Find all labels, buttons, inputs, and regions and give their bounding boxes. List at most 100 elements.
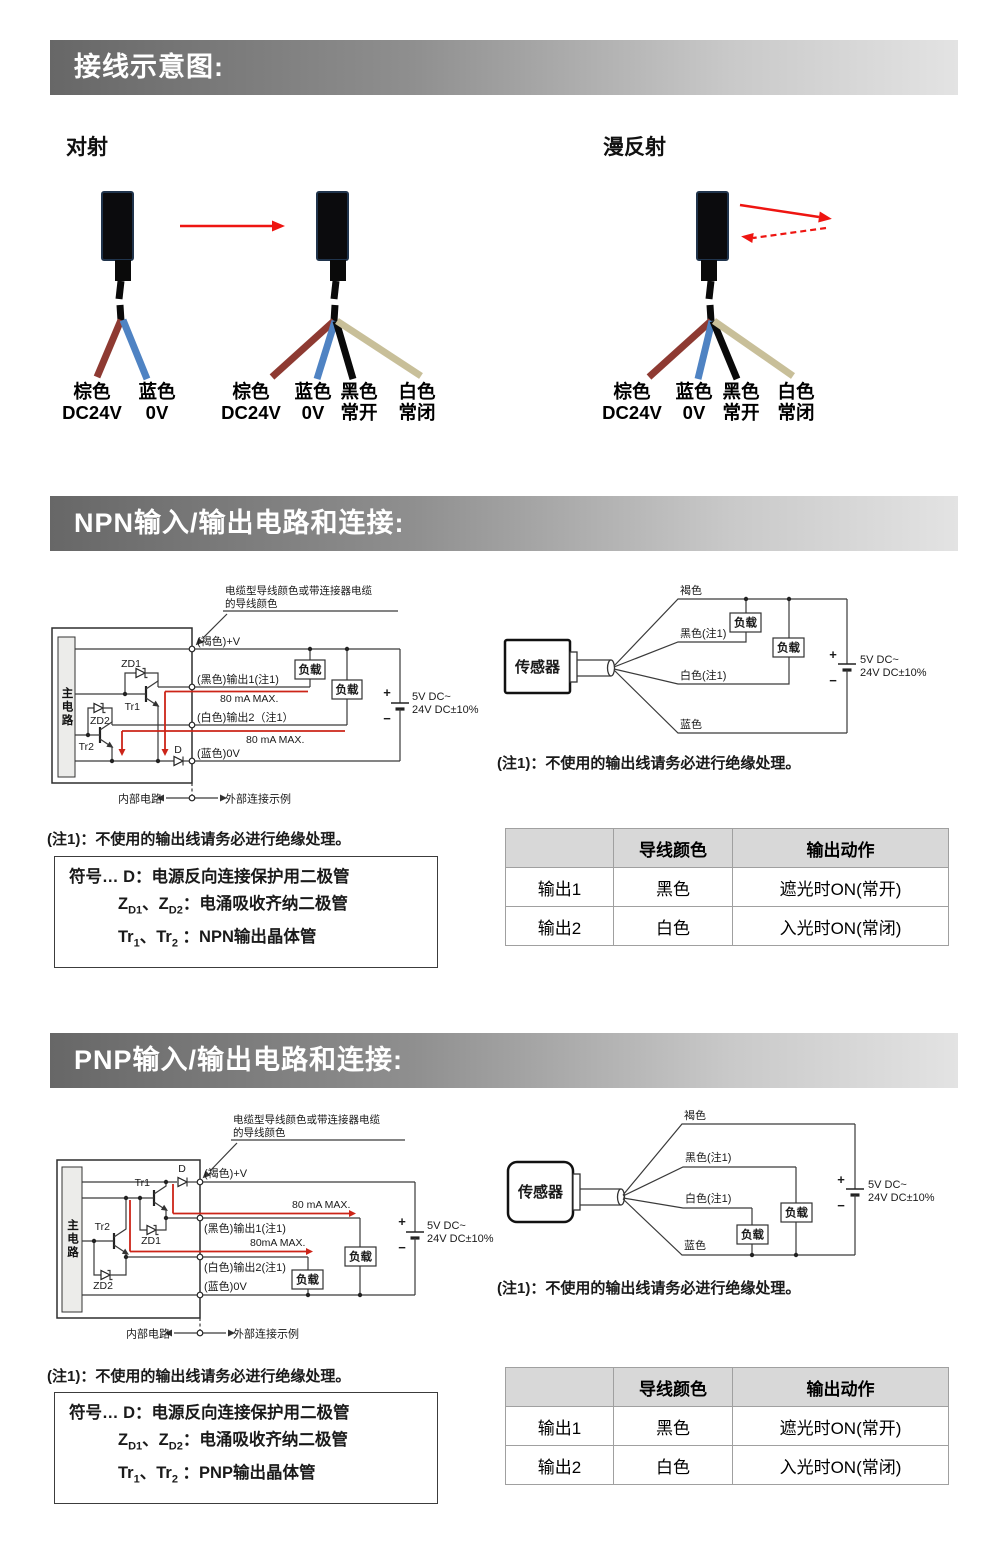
through-beam-label: 对射 [66, 136, 108, 159]
section-header-pnp: PNP输入/输出电路和连接: [50, 1033, 958, 1088]
svg-text:D: D [174, 744, 182, 756]
svg-text:(褐色)+V: (褐色)+V [204, 1166, 248, 1180]
pnp-connection-note: (注1)：不使用的输出线请务必进行绝缘处理。 [497, 1280, 801, 1297]
svg-text:−: − [837, 1198, 845, 1213]
sensor-receiver [269, 191, 423, 381]
row-color: 黑色 [613, 1406, 733, 1446]
connection-wires [622, 1123, 855, 1258]
legend-line: 符号… D：电源反向连接保护用二极管 [69, 868, 350, 886]
terminals [196, 1178, 204, 1299]
load-box: 负载 [331, 679, 363, 700]
svg-text:黑色(注1): 黑色(注1) [680, 626, 726, 640]
svg-text:内部电路: 内部电路 [118, 792, 162, 806]
brown-wire [646, 318, 714, 380]
npn-connection-note: (注1)：不使用的输出线请务必进行绝缘处理。 [497, 755, 801, 772]
battery-symbol: + − 5V DC~ 24V DC±10% [398, 1182, 494, 1295]
row-color: 白色 [613, 1445, 733, 1485]
row-action: 入光时ON(常闭) [732, 906, 949, 946]
svg-text:5V DC~: 5V DC~ [860, 654, 899, 666]
svg-text:−: − [383, 711, 391, 726]
row-action: 入光时ON(常闭) [732, 1445, 949, 1485]
svg-text:白色(注1): 白色(注1) [685, 1191, 731, 1205]
column-output-action: 输出动作 [732, 828, 949, 868]
svg-text:的导线颜色: 的导线颜色 [225, 597, 278, 610]
svg-text:电缆型导线颜色或带连接器电缆: 电缆型导线颜色或带连接器电缆 [233, 1113, 380, 1126]
svg-text:(黑色)输出1(注1): (黑色)输出1(注1) [204, 1221, 286, 1235]
cable [569, 651, 616, 683]
load-box: 负载 [344, 1246, 377, 1267]
pnp-output-table: 导线颜色 输出动作 输出1 黑色 遮光时ON(常开) 输出2 白色 入光时ON(… [505, 1367, 949, 1485]
brown-wire [269, 318, 337, 380]
svg-text:+: + [398, 1214, 406, 1229]
svg-text:ZD1: ZD1 [121, 658, 141, 670]
svg-text:80 mA MAX.: 80 mA MAX. [220, 693, 278, 705]
svg-text:负载: 负载 [296, 1273, 319, 1287]
component-labels: ZD1 Tr1 ZD2 Tr2 D [79, 658, 183, 756]
svg-text:负载: 负载 [777, 641, 800, 655]
svg-text:80 mA MAX.: 80 mA MAX. [292, 1199, 350, 1211]
svg-text:ZD1: ZD1 [141, 1235, 161, 1247]
wire-label-white: 白色常闭 [777, 381, 815, 423]
section-header-wiring: 接线示意图: [50, 40, 958, 95]
row-label: 输出2 [505, 906, 614, 946]
wire-label-white: 白色常闭 [398, 381, 436, 423]
svg-text:24V DC±10%: 24V DC±10% [860, 667, 927, 679]
section-header-npn: NPN输入/输出电路和连接: [50, 496, 958, 551]
blue-wire [313, 319, 339, 381]
white-wire [712, 318, 795, 379]
svg-text:ZD2: ZD2 [90, 715, 110, 727]
column-wire-color: 导线颜色 [613, 828, 733, 868]
svg-text:+: + [829, 647, 837, 662]
wire-name-labels: (褐色)+V (黑色)输出1(注1) (白色)输出2(注1) (蓝色)0V [204, 1166, 286, 1293]
load-box: 负载 [291, 1269, 324, 1290]
svg-text:5V DC~: 5V DC~ [412, 691, 451, 703]
row-color: 黑色 [613, 867, 733, 907]
row-action: 遮光时ON(常开) [732, 867, 949, 907]
svg-text:80 mA MAX.: 80 mA MAX. [246, 734, 304, 746]
main-circuit-label: 主电路 [60, 686, 73, 728]
npn-symbol-legend: 符号… D：电源反向连接保护用二极管 ZD1、ZD2：电涌吸收齐纳二极管 Tr1… [54, 856, 438, 968]
cable [572, 1173, 626, 1211]
load-box: 负载 [780, 1202, 813, 1223]
npn-circuit-diagram: 电缆型导线颜色或带连接器电缆 的导线颜色 [51, 584, 479, 806]
brown-wire [93, 318, 125, 379]
black-wire [709, 319, 741, 381]
svg-text:的导线颜色: 的导线颜色 [233, 1126, 286, 1139]
table-row: 输出2 白色 入光时ON(常闭) [505, 1445, 949, 1485]
battery-symbol: + − 5V DC~ 24V DC±10% [829, 599, 927, 733]
wire-label-black: 黑色常开 [340, 381, 378, 423]
main-circuit-block [57, 636, 76, 778]
svg-text:外部连接示例: 外部连接示例 [233, 1327, 299, 1341]
svg-text:负载: 负载 [336, 683, 359, 697]
battery-symbol: + − 5V DC~ 24V DC±10% [383, 649, 479, 761]
load-box: 负载 [772, 637, 805, 658]
wire-label-black: 黑色常开 [722, 381, 760, 423]
svg-text:Tr1: Tr1 [135, 1177, 151, 1189]
wire-name-labels: 褐色 黑色(注1) 白色(注1) 蓝色 [684, 1108, 731, 1252]
row-label: 输出1 [505, 1406, 614, 1446]
cable-color-annotation: 电缆型导线颜色或带连接器电缆 的导线颜色 [202, 1113, 405, 1179]
svg-text:负载: 负载 [349, 1250, 372, 1264]
svg-text:(白色)输出2(注1): (白色)输出2(注1) [204, 1260, 286, 1274]
row-color: 白色 [613, 906, 733, 946]
svg-text:褐色: 褐色 [684, 1108, 706, 1122]
row-label: 输出2 [505, 1445, 614, 1485]
pnp-connection-diagram: 传感器 负载 负载 [506, 1108, 935, 1258]
table-row: 输出1 黑色 遮光时ON(常开) [505, 1406, 949, 1446]
svg-text:Tr2: Tr2 [79, 741, 95, 753]
svg-text:负载: 负载 [299, 663, 322, 677]
sensor-emitter [93, 191, 151, 381]
load-box: 负载 [294, 659, 326, 680]
row-action: 遮光时ON(常开) [732, 1406, 949, 1446]
black-wire [332, 320, 357, 380]
sensor-wiring-illustration [93, 191, 832, 381]
svg-text:Tr1: Tr1 [125, 701, 141, 713]
main-circuit-label: 主电路 [66, 1219, 78, 1260]
current-limit: 80 mA MAX. 80 mA MAX. [118, 690, 345, 756]
terminals [188, 645, 196, 765]
